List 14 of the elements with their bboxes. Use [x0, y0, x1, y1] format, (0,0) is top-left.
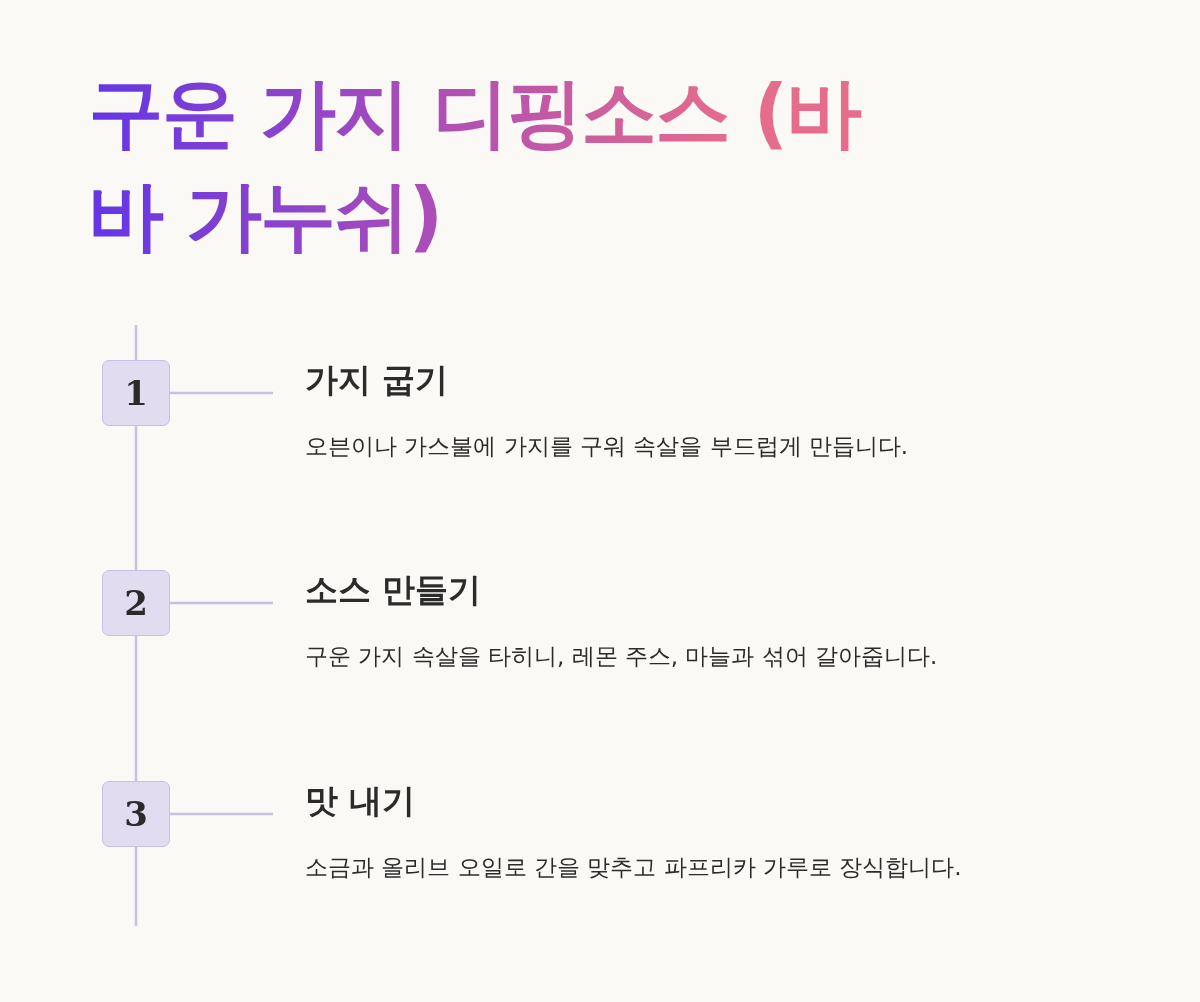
connector-line [134, 426, 138, 570]
connector-line [134, 636, 138, 781]
step-number-box: 1 [102, 360, 170, 426]
step-description: 오븐이나 가스불에 가지를 구워 속살을 부드럽게 만듭니다. [305, 432, 910, 461]
step-heading: 소스 만들기 [305, 569, 483, 611]
step-number-box: 2 [102, 570, 170, 636]
step-heading: 맛 내기 [305, 780, 417, 822]
connector-line [170, 812, 273, 816]
connector-line [170, 391, 273, 395]
step-description: 구운 가지 속살을 타히니, 레몬 주스, 마늘과 섞어 갈아줍니다. [305, 642, 939, 671]
step-description: 소금과 올리브 오일로 간을 맞추고 파프리카 가루로 장식합니다. [305, 853, 963, 882]
step-number-box: 3 [102, 781, 170, 847]
step-heading: 가지 굽기 [305, 359, 450, 401]
connector-line [170, 601, 273, 605]
